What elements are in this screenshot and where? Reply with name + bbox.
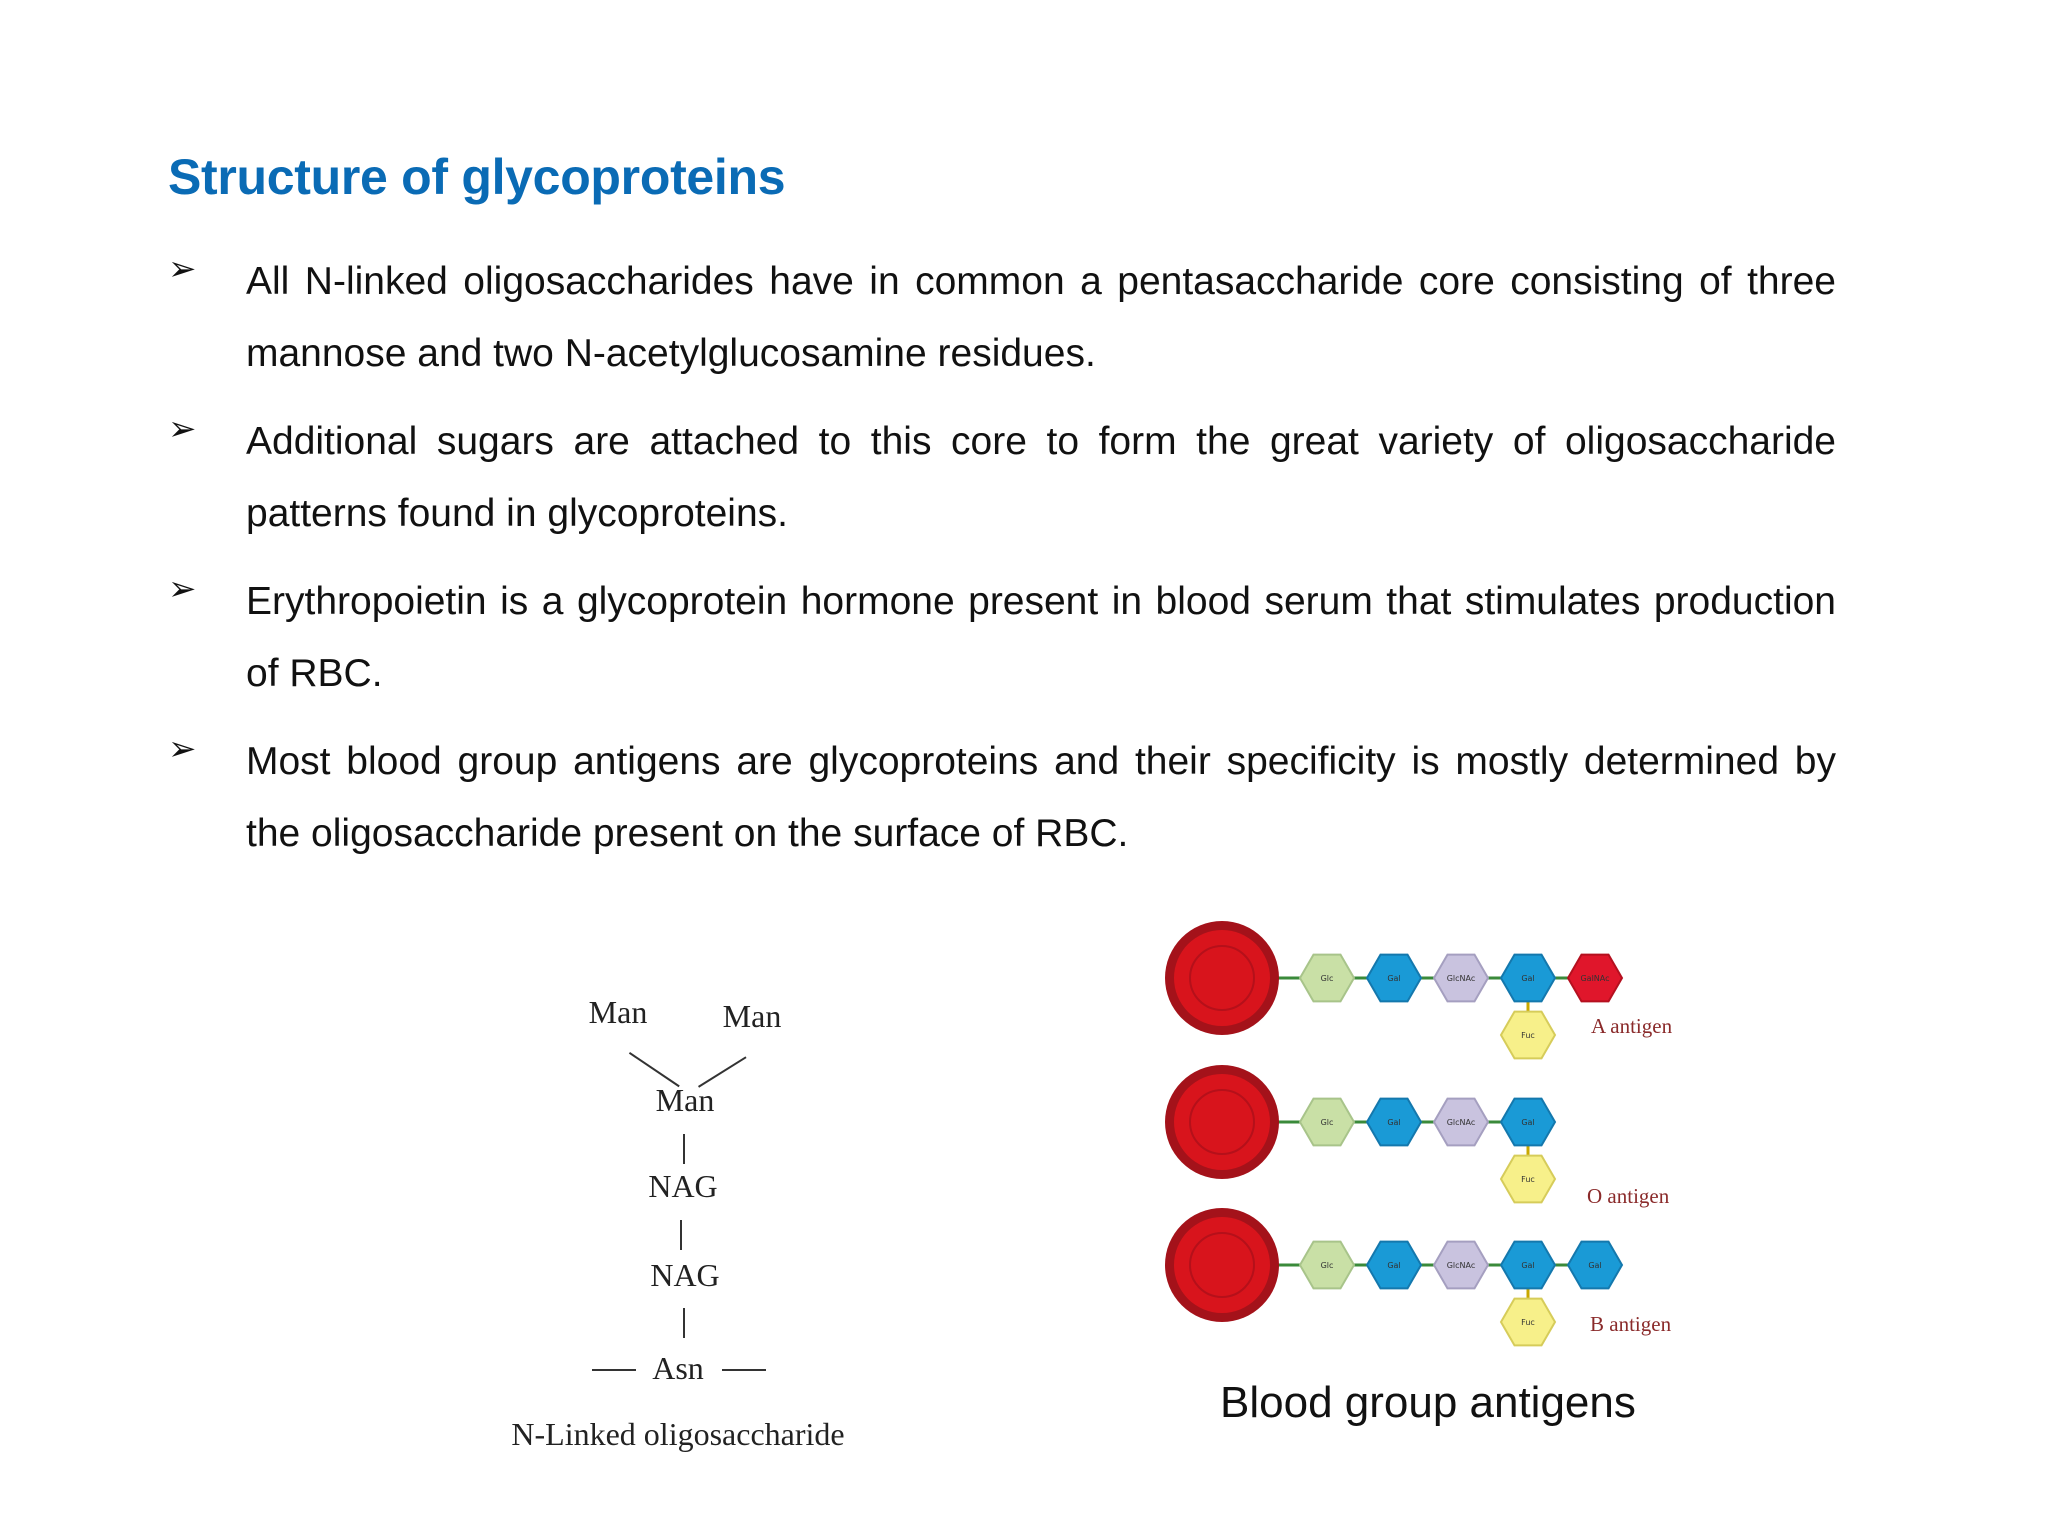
sugar-label: Fuc — [1521, 1175, 1535, 1184]
sugar-label: GalNAc — [1580, 974, 1609, 983]
bullet-item: ➢ Most blood group antigens are glycopro… — [168, 726, 1836, 870]
sugar-hexagon-glcnac — [1432, 1240, 1490, 1290]
bullet-list: ➢ All N-linked oligosaccharides have in … — [168, 246, 1836, 886]
sugar-label: Gal — [1521, 974, 1534, 983]
red-blood-cell — [1174, 1217, 1270, 1313]
sugar-hexagon-fuc — [1499, 1010, 1557, 1060]
sugar-hexagon-gal — [1499, 1240, 1557, 1290]
bullet-text: Erythropoietin is a glycoprotein hormone… — [246, 580, 1836, 695]
sugar-hexagon-fuc — [1499, 1154, 1557, 1204]
arrow-bullet-icon: ➢ — [168, 409, 197, 449]
nag-lower-label: NAG — [650, 1257, 720, 1293]
bullet-item: ➢ Additional sugars are attached to this… — [168, 406, 1836, 550]
red-blood-cell-center — [1189, 1089, 1255, 1155]
antigen-label: O antigen — [1587, 1184, 1670, 1208]
mannose-right-label: Man — [722, 998, 782, 1034]
blood-group-caption: Blood group antigens — [1220, 1378, 1636, 1427]
sugar-hexagon-gal — [1365, 1097, 1423, 1147]
sugar-label: GlcNAc — [1447, 1261, 1476, 1270]
red-blood-cell-center — [1189, 1232, 1255, 1298]
bond-line — [683, 1134, 685, 1164]
sugar-label: Fuc — [1521, 1318, 1535, 1327]
sugar-label: GlcNAc — [1447, 974, 1476, 983]
bond-line — [683, 1308, 685, 1338]
bullet-text: Additional sugars are attached to this c… — [246, 420, 1836, 535]
red-blood-cell-center — [1189, 945, 1255, 1011]
sugar-label: Gal — [1387, 974, 1400, 983]
sugar-hexagon-gal — [1365, 1240, 1423, 1290]
bond-line — [592, 1369, 636, 1371]
bullet-item: ➢ Erythropoietin is a glycoprotein hormo… — [168, 566, 1836, 710]
antigen-label: A antigen — [1591, 1014, 1673, 1038]
sugar-label: Gal — [1387, 1118, 1400, 1127]
sugar-hexagon-gal — [1499, 953, 1557, 1003]
bond-line — [722, 1369, 766, 1371]
slide-title: Structure of glycoproteins — [168, 149, 786, 205]
bullet-item: ➢ All N-linked oligosaccharides have in … — [168, 246, 1836, 390]
sugar-label: Gal — [1387, 1261, 1400, 1270]
sugar-hexagon-gal — [1499, 1097, 1557, 1147]
n-linked-oligosaccharide-diagram: Man Man Man NAG NAG Asn N-Linked oligosa… — [500, 960, 880, 1460]
sugar-hexagon-gal — [1566, 1240, 1624, 1290]
sugar-label: Gal — [1588, 1261, 1601, 1270]
sugar-label: Glc — [1321, 974, 1334, 983]
arrow-bullet-icon: ➢ — [168, 569, 197, 609]
sugar-label: Gal — [1521, 1261, 1534, 1270]
sugar-label: Glc — [1321, 1261, 1334, 1270]
sugar-hexagon-fuc — [1499, 1297, 1557, 1347]
sugar-label: Glc — [1321, 1118, 1334, 1127]
sugar-hexagon-galnac — [1566, 953, 1624, 1003]
arrow-bullet-icon: ➢ — [168, 729, 197, 769]
asparagine-label: Asn — [652, 1350, 704, 1386]
red-blood-cell — [1174, 1074, 1270, 1170]
sugar-label: GlcNAc — [1447, 1118, 1476, 1127]
n-linked-caption: N-Linked oligosaccharide — [511, 1416, 845, 1452]
sugar-hexagon-glc — [1298, 1097, 1356, 1147]
nag-upper-label: NAG — [648, 1168, 718, 1204]
sugar-label: Fuc — [1521, 1031, 1535, 1040]
bullet-text: Most blood group antigens are glycoprote… — [246, 740, 1836, 855]
bond-line — [680, 1220, 682, 1250]
mannose-center-label: Man — [655, 1082, 715, 1118]
sugar-hexagon-glcnac — [1432, 1097, 1490, 1147]
arrow-bullet-icon: ➢ — [168, 249, 197, 289]
red-blood-cell — [1174, 930, 1270, 1026]
sugar-hexagon-glcnac — [1432, 953, 1490, 1003]
antigen-label: B antigen — [1590, 1312, 1672, 1336]
mannose-left-label: Man — [588, 994, 648, 1030]
sugar-label: Gal — [1521, 1118, 1534, 1127]
sugar-hexagon-gal — [1365, 953, 1423, 1003]
sugar-hexagon-glc — [1298, 1240, 1356, 1290]
bullet-text: All N-linked oligosaccharides have in co… — [246, 260, 1836, 375]
sugar-hexagon-glc — [1298, 953, 1356, 1003]
